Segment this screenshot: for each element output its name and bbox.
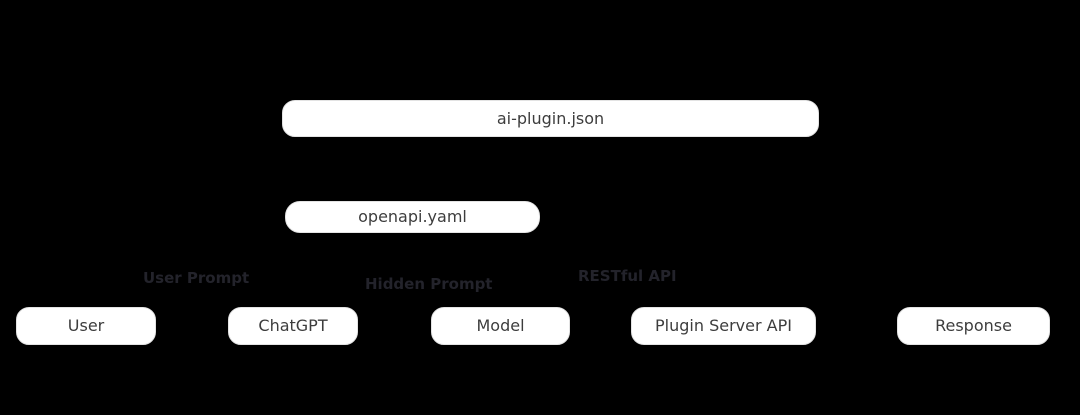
- node-chatgpt: ChatGPT: [228, 307, 358, 345]
- edge-label-text: Hidden Prompt: [365, 275, 493, 293]
- node-response: Response: [897, 307, 1050, 345]
- edge-label-user-prompt: User Prompt: [143, 271, 249, 286]
- node-label: Plugin Server API: [655, 316, 792, 335]
- node-label: ChatGPT: [258, 316, 328, 335]
- node-label: ai-plugin.json: [496, 108, 605, 128]
- node-label: User: [67, 316, 105, 335]
- node-label: Response: [935, 316, 1012, 335]
- node-label: openapi.yaml: [358, 207, 467, 226]
- node-label: Model: [476, 316, 525, 335]
- edge-label-text: RESTful API: [578, 267, 677, 285]
- node-openapi-yaml: openapi.yaml: [285, 201, 540, 233]
- edge-label-text: User Prompt: [143, 269, 250, 287]
- node-plugin-server-api: Plugin Server API: [631, 307, 816, 345]
- edge-label-hidden-prompt: Hidden Prompt: [365, 277, 492, 292]
- node-ai-plugin-json: ai-plugin.json: [282, 100, 819, 137]
- node-user: User: [16, 307, 156, 345]
- edge-label-restful-api: RESTful API: [578, 269, 677, 284]
- node-model: Model: [431, 307, 570, 345]
